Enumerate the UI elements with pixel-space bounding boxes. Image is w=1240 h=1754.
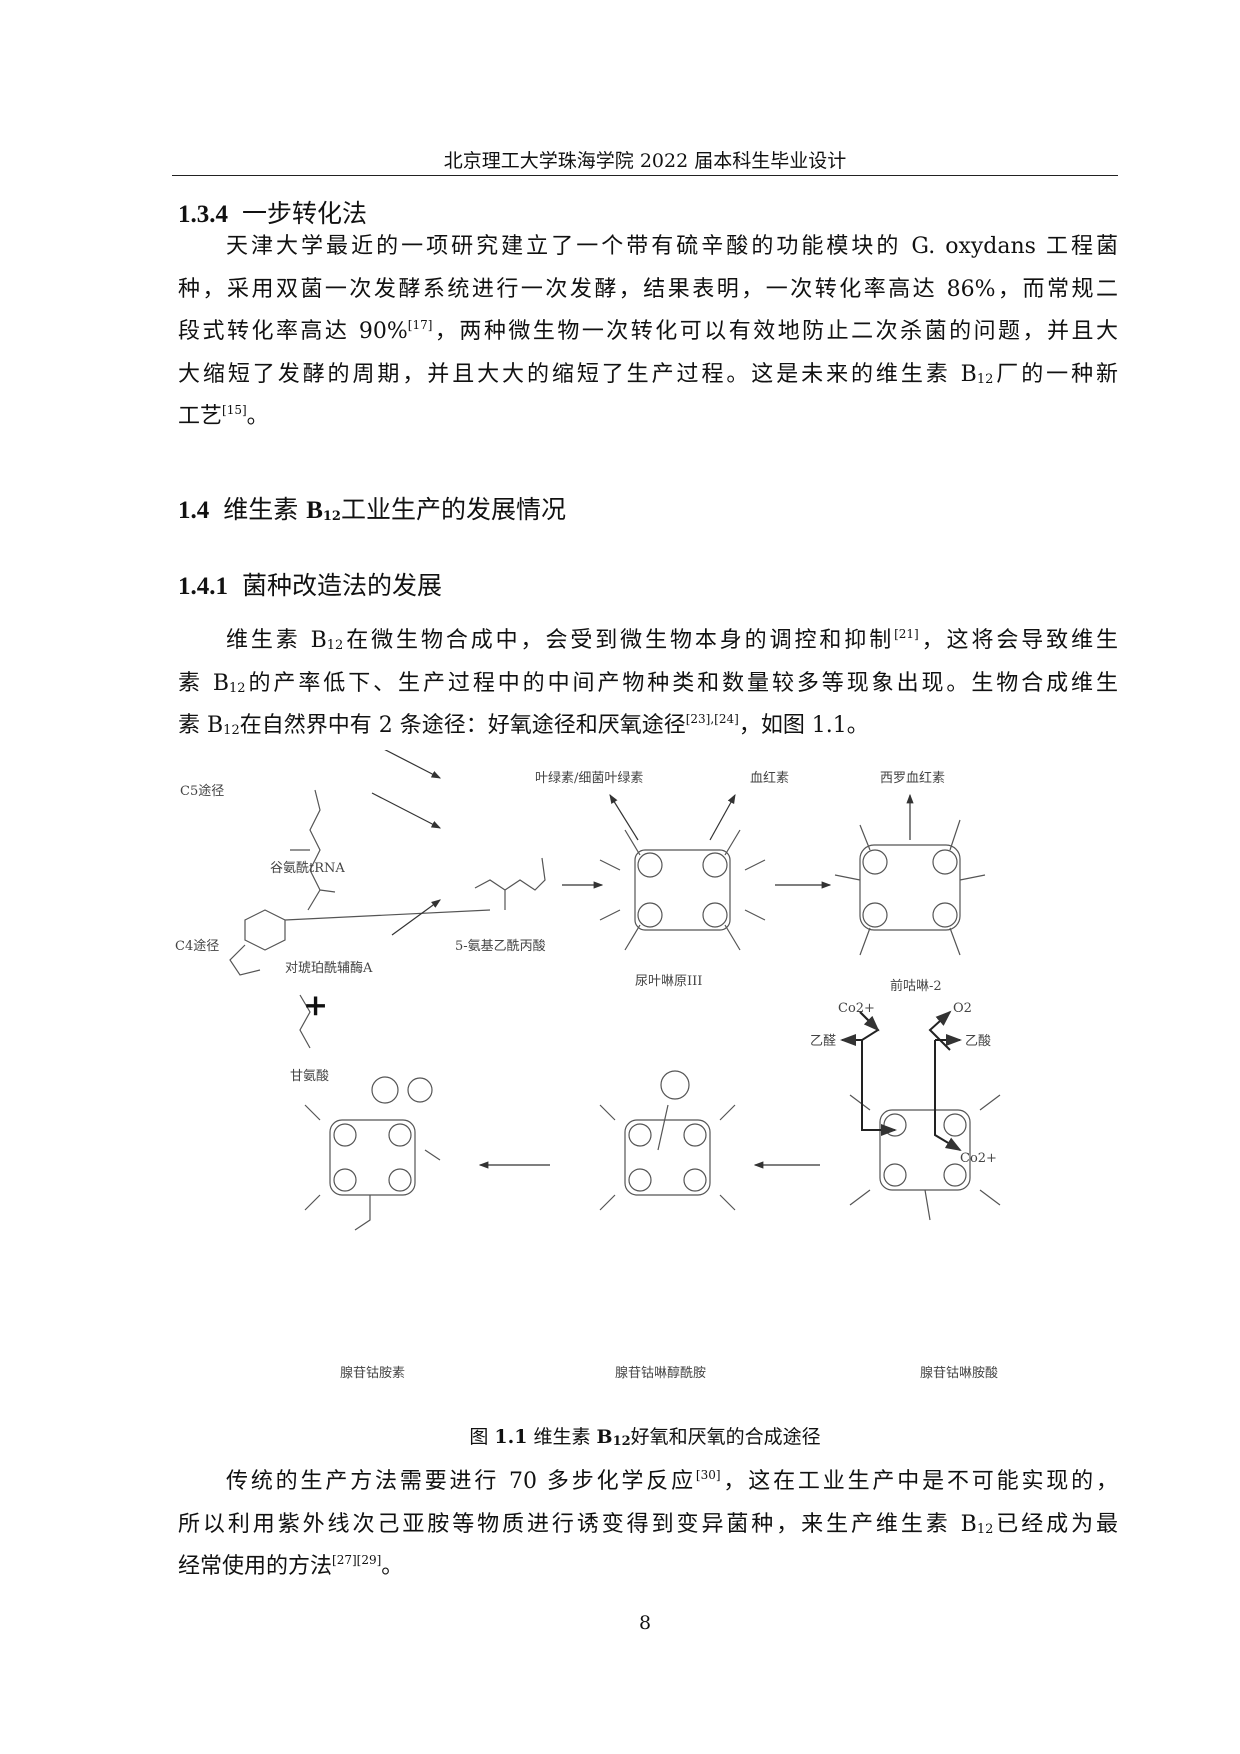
paragraph-line: 段式转化率高达 90%[17]，两种微生物一次转化可以有效地防止二次杀菌的问题，… — [178, 318, 1118, 344]
arrow-c4 — [391, 899, 441, 936]
molecule-ala — [474, 857, 546, 910]
paragraph-line: 经常使用的方法[27][29]。 — [178, 1553, 404, 1579]
label-succinyl-coa: 对琥珀酰辅酶A — [285, 960, 373, 976]
label-adenosylcobalamin: 腺苷钴胺素 — [340, 1366, 405, 1381]
arrow-c5 — [371, 792, 442, 829]
paragraph-line: 所以利用紫外线次己亚胺等物质进行诱变得到变异菌种，来生产维生素 B12已经成为最 — [178, 1512, 1118, 1537]
label-c5: C5途径 — [180, 783, 224, 799]
label-heme: 血红素 — [750, 770, 789, 786]
molecule-succinyl-coa — [229, 909, 491, 976]
page-number: 8 — [638, 1612, 652, 1634]
label-glycine: 甘氨酸 — [290, 1069, 329, 1084]
molecule-glycine — [299, 994, 311, 1049]
arrow-uro-to-chl — [609, 793, 639, 841]
arrow — [384, 750, 442, 779]
label-precorrin-2: 前咕啉-2 — [890, 978, 942, 994]
molecule-precorrin-2 — [834, 819, 986, 956]
molecule-adenosylcobinamide — [599, 1070, 736, 1211]
label-co2plus-1: Co2+ — [838, 1001, 875, 1016]
molecule-uroporphyrinogen — [599, 829, 766, 951]
paragraph-line: 天津大学最近的一项研究建立了一个带有硫辛酸的功能模块的 G. oxydans 工… — [226, 234, 1118, 259]
label-co2plus-2: Co2+ — [960, 1151, 997, 1166]
figure-caption: 图 1.1 维生素 B12好氧和厌氧的合成途径 — [469, 1426, 821, 1449]
figure-labels: C5途径 谷氨酰tRNA C4途径 对琥珀酰辅酶A + 甘氨酸 5-氨基乙酰丙酸… — [175, 770, 998, 1381]
label-acetic-acid: 乙酸 — [965, 1034, 991, 1049]
label-acetaldehyde: 乙醛 — [810, 1033, 836, 1049]
label-adenosylcobinamide: 腺苷钴啉醇酰胺 — [615, 1365, 706, 1381]
molecule-glutamyl-trna — [290, 789, 336, 911]
paragraph-line: 维生素 B12在微生物合成中，会受到微生物本身的调控和抑制[21]，这将会导致维… — [226, 627, 1118, 653]
label-siroheme: 西罗血红素 — [880, 770, 945, 786]
arrow-co-in — [859, 1011, 880, 1032]
label-chlorophyll: 叶绿素/细菌叶绿素 — [535, 771, 643, 786]
header-rule — [172, 175, 1118, 176]
label-uroporphyrinogen: 尿叶啉原III — [635, 974, 702, 989]
arrow-aerobic-down — [934, 1040, 962, 1152]
label-ala: 5-氨基乙酰丙酸 — [455, 939, 546, 954]
paragraph-line: 素 B12在自然界中有 2 条途径：好氧途径和厌氧途径[23],[24]，如图 … — [178, 712, 869, 738]
paragraph-line: 传统的生产方法需要进行 70 多步化学反应[30]，这在工业生产中是不可能实现的… — [226, 1468, 1118, 1494]
paragraph-line: 素 B12的产率低下、生产过程中的中间产物种类和数量较多等现象出现。生物合成维生 — [178, 671, 1118, 696]
plus-sign: + — [303, 988, 328, 1023]
label-adenosylcobyric-acid: 腺苷钴啉胺酸 — [920, 1366, 998, 1381]
molecule-adenosylcobalamin — [304, 1076, 441, 1231]
arrow-aerobic — [928, 1010, 952, 1051]
arrow-uro-to-heme — [709, 793, 736, 841]
paragraph-line: 大缩短了发酵的周期，并且大大的缩短了生产过程。这是未来的维生素 B12厂的一种新 — [178, 362, 1118, 387]
figure-b12-pathway: C5途径 谷氨酰tRNA C4途径 对琥珀酰辅酶A + 甘氨酸 5-氨基乙酰丙酸… — [175, 750, 1001, 1381]
running-header: 北京理工大学珠海学院 2022 届本科生毕业设计 — [443, 150, 847, 172]
paragraph-line: 种，采用双菌一次发酵系统进行一次发酵，结果表明，一次转化率高达 86%，而常规二 — [178, 277, 1118, 302]
label-glutamyl-trna: 谷氨酰tRNA — [270, 861, 345, 876]
label-o2: O2 — [953, 1001, 972, 1016]
paragraph-line: 工艺[15]。 — [178, 403, 269, 429]
label-c4: C4途径 — [175, 938, 219, 954]
